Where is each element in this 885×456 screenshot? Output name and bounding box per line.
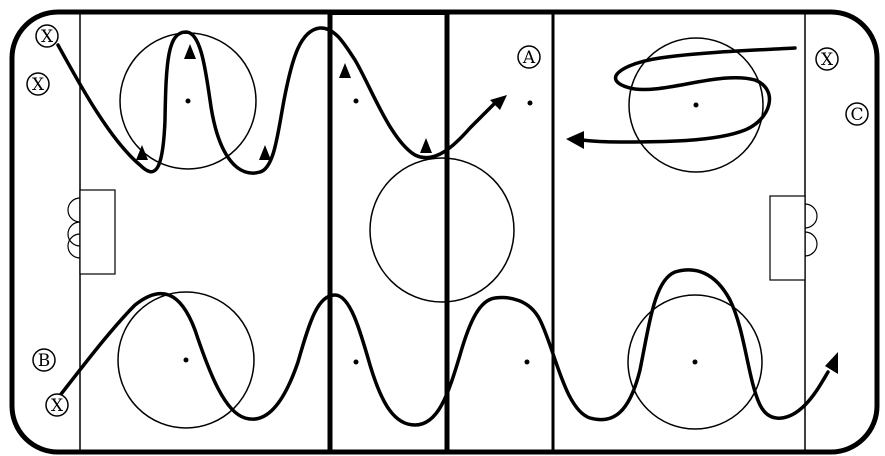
- faceoff-dot: [524, 359, 530, 365]
- arrow-head-icon: [490, 95, 507, 110]
- svg-text:C: C: [850, 105, 863, 125]
- faceoff-circle-bottom-right: [627, 294, 763, 430]
- svg-text:X: X: [32, 75, 45, 95]
- net-right: [769, 195, 806, 281]
- svg-text:A: A: [522, 48, 536, 68]
- cone-icon: [339, 63, 351, 78]
- faceoff-dot: [183, 357, 189, 363]
- player-marker-x-top-right: X: [815, 47, 839, 71]
- faceoff-dot: [693, 102, 699, 108]
- skating-path-bottom: [56, 268, 830, 427]
- svg-text:X: X: [821, 50, 834, 70]
- cone-icon: [420, 138, 432, 153]
- crease-left-lower: [67, 233, 81, 259]
- svg-text:X: X: [51, 396, 64, 416]
- net-left: [79, 189, 116, 275]
- player-marker-x-bottom-left: X: [45, 393, 69, 417]
- skating-path-loop: [580, 46, 797, 144]
- player-marker-x-left: X: [26, 72, 50, 96]
- faceoff-circle-top-right: [628, 37, 764, 173]
- faceoff-dot: [353, 98, 359, 104]
- skating-path-top: [56, 26, 497, 175]
- faceoff-circle-bottom-left: [117, 291, 255, 429]
- crease-left: [67, 197, 81, 247]
- player-marker-a: A: [517, 45, 541, 69]
- arrow-head-icon: [825, 352, 838, 374]
- faceoff-dot: [527, 100, 533, 106]
- faceoff-dot: [692, 359, 698, 365]
- cone-icon: [259, 145, 271, 160]
- crease-right: [804, 203, 818, 257]
- cone-icon: [136, 145, 148, 160]
- player-marker-x-top-left: X: [35, 24, 59, 48]
- faceoff-dot: [353, 359, 359, 365]
- player-marker-c: C: [845, 102, 869, 126]
- arrow-head-icon: [566, 131, 584, 149]
- center-faceoff-circle: [369, 157, 515, 303]
- svg-text:B: B: [38, 351, 51, 371]
- svg-text:X: X: [41, 27, 54, 47]
- cone-icon: [184, 44, 196, 59]
- player-marker-b: B: [32, 348, 56, 372]
- faceoff-dot: [185, 98, 191, 104]
